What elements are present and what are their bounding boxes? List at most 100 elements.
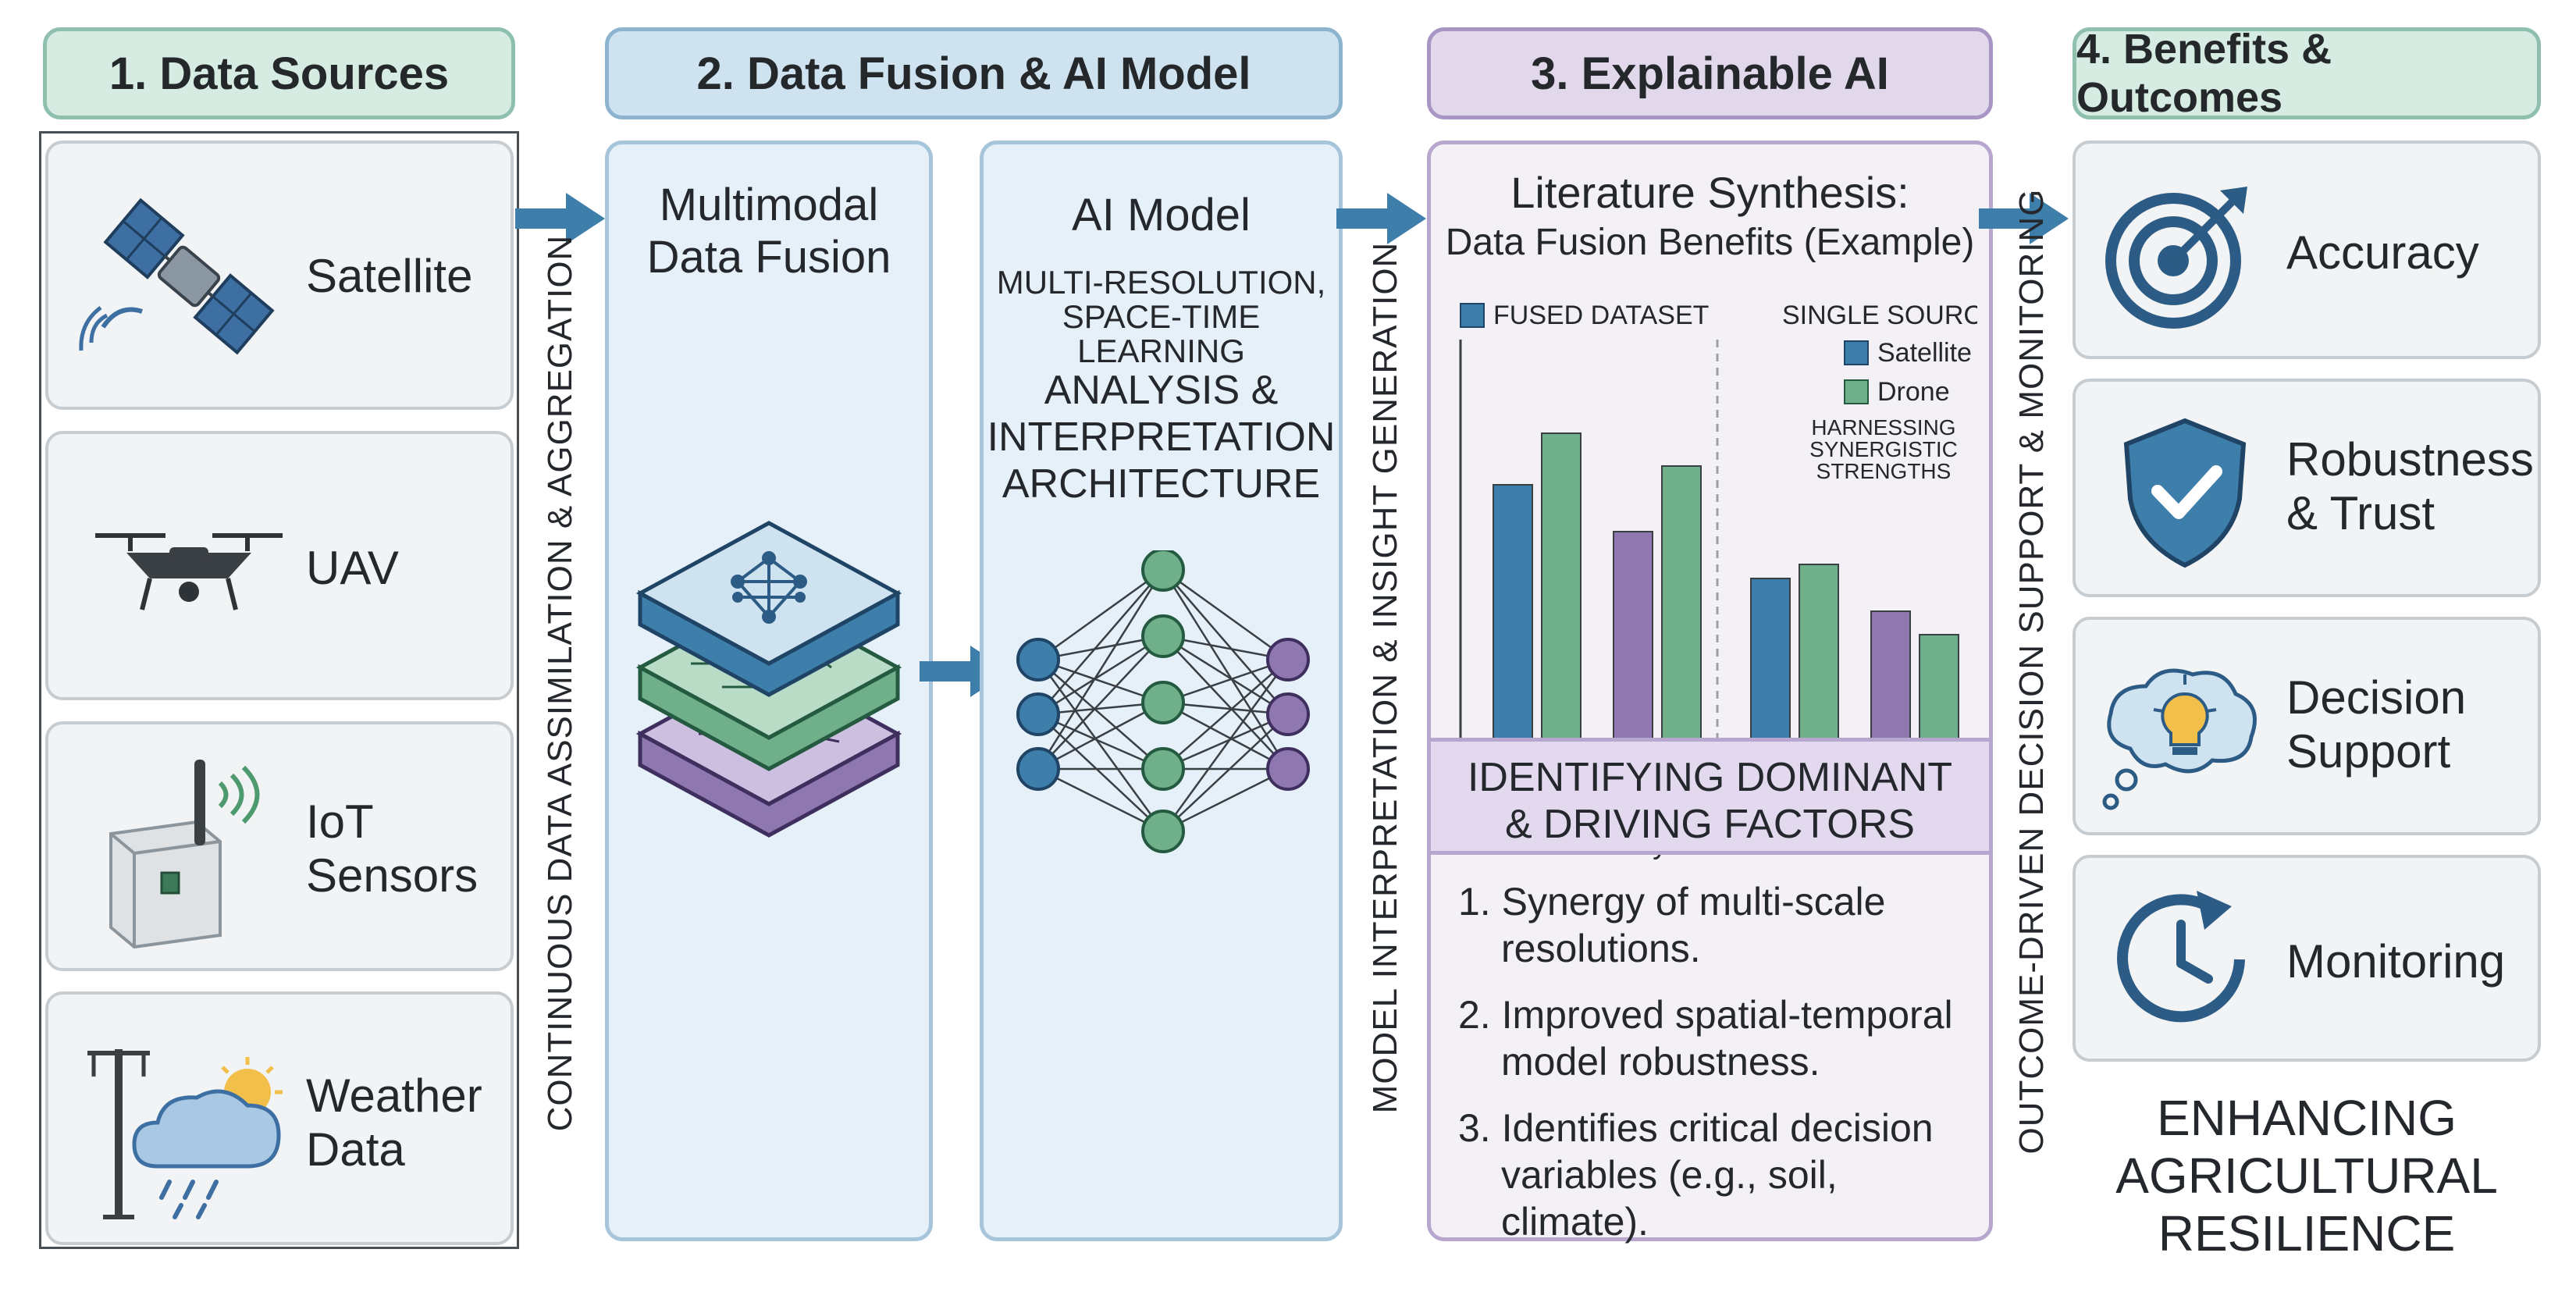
nn-node [1141,681,1185,724]
header-text: 3. Explainable AI [1531,48,1889,99]
data-sources-frame [39,131,519,1249]
factor-line: model robustness. [1501,1040,1820,1084]
factor-line: climate). [1501,1200,1649,1244]
neural-network-icon [1016,550,1310,853]
ai-model-subtitle: MULTI-RESOLUTION, SPACE-TIME LEARNING [984,265,1339,368]
ai-model-architecture-line: ARCHITECTURE [1002,461,1321,507]
factors-title-line2: & DRIVING FACTORS [1505,802,1915,847]
ai-model-architecture: ANALYSIS & INTERPRETATION ARCHITECTURE [984,367,1339,507]
chart-annotation-line: SYNERGISTIC [1809,437,1958,461]
factor-line: resolutions. [1501,927,1701,970]
header-data-fusion: 2. Data Fusion & AI Model [605,27,1343,119]
benefit-card-robustness: Robustness & Trust [2073,379,2541,597]
lightbulb-thought-icon [2102,668,2257,810]
arrow-label-assimilation: CONTINUOUS DATA ASSIMILATION & AGGREGATI… [541,234,579,1132]
nn-node [1266,692,1310,736]
weather-icon [87,1049,283,1219]
nn-node [1141,747,1185,791]
factors-list: 1. Synergy of multi-scale resolutions. 2… [1458,878,1981,1245]
header-text: 2. Data Fusion & AI Model [696,48,1251,99]
factor-item: 3. Identifies critical decision variable… [1458,1105,1981,1245]
factors-title: IDENTIFYING DOMINANT & DRIVING FACTORS [1431,742,1989,848]
shield-check-icon [2123,418,2247,568]
benefit-label-line: Support [2286,725,2451,778]
source-label-iot: IoT Sensors [306,795,493,902]
nn-node [1266,638,1310,682]
legend-swatch-satellite [1844,340,1869,365]
ai-model-subtitle-line: LEARNING [1077,333,1245,369]
legend-label-drone: Drone [1877,377,1950,407]
legend-label-fused: FUSED DATASET [1493,301,1709,330]
fusion-panel: Multimodal Data Fusion [605,141,933,1241]
ai-model-panel: AI Model MULTI-RESOLUTION, SPACE-TIME LE… [980,141,1343,1241]
benefit-label-decision: Decision Support [2286,671,2466,778]
legend-swatch-fused [1460,303,1485,328]
benefit-card-decision: Decision Support [2073,617,2541,835]
nn-node [1266,747,1310,791]
factors-title-line1: IDENTIFYING DOMINANT [1467,755,1953,800]
chart-annotation-line: HARNESSING [1811,415,1955,440]
legend-title-single: SINGLE SOURCE [1782,301,1977,330]
nn-node [1016,692,1060,736]
chart-annotation-line: STRENGTHS [1816,459,1952,483]
header-text: 4. Benefits & Outcomes [2076,26,2332,121]
iot-sensor-icon [109,760,260,949]
header-explainable-ai: 3. Explainable AI [1427,27,1993,119]
tagline-line: RESILIENCE [2158,1205,2456,1262]
fusion-title-line2: Data Fusion [646,231,891,283]
factor-item: 1. Synergy of multi-scale resolutions. [1458,878,1981,972]
xai-chart-title-line1: Literature Synthesis: [1510,168,1909,217]
arrow-right-icon [1336,193,1426,244]
tagline-line: AGRICULTURAL [2115,1148,2498,1204]
benefit-card-monitoring: Monitoring [2073,855,2541,1062]
nn-node [1141,810,1185,853]
source-label-weather-text: Weather Data [306,1069,482,1176]
source-card-satellite: Satellite [45,141,514,410]
arrow-label-decision: OUTCOME-DRIVEN DECISION SUPPORT & MONITO… [2012,188,2051,1155]
arrow-right-icon [1979,193,2069,244]
nn-node [1141,550,1185,592]
source-label-weather: Weather Data [306,1069,493,1176]
arrow-right-icon [515,193,605,244]
factor-line: 3. Identifies critical decision [1458,1106,1934,1150]
satellite-icon [79,198,275,355]
nn-node [1016,747,1060,791]
benefit-label-robustness: Robustness & Trust [2286,432,2534,540]
benefit-label-line: Robustness [2286,433,2534,486]
source-label-satellite: Satellite [306,250,473,302]
benefit-label-line: Decision [2286,671,2467,724]
target-icon [2105,187,2247,329]
factor-item: 2. Improved spatial-temporal model robus… [1458,991,1981,1085]
source-label-iot-text: IoT Sensors [306,795,479,902]
benefit-card-accuracy: Accuracy [2073,141,2541,359]
header-text: 1. Data Sources [109,48,450,99]
ai-model-architecture-line: ANALYSIS & [1044,368,1279,413]
layered-data-stack-icon [635,521,902,838]
nn-node [1141,614,1185,658]
ai-model-subtitle-line: SPACE-TIME [1062,298,1261,335]
ai-model-subtitle-line: MULTI-RESOLUTION, [996,264,1326,301]
factor-line: 2. Improved spatial-temporal [1458,993,1953,1037]
ai-model-title: AI Model [1072,190,1251,240]
xai-chart-title: Literature Synthesis: Data Fusion Benefi… [1431,168,1989,265]
source-label-uav: UAV [306,542,399,594]
nn-node [1016,638,1060,682]
legend-swatch-drone [1844,379,1869,404]
xai-panel: Literature Synthesis: Data Fusion Benefi… [1427,141,1993,1244]
fusion-title: Multimodal Data Fusion [609,180,929,283]
tagline-line: ENHANCING [2156,1090,2457,1146]
ai-model-architecture-line: INTERPRETATION [987,415,1336,460]
resilience-tagline: ENHANCING AGRICULTURAL RESILIENCE [2073,1089,2541,1262]
source-card-weather: Weather Data [45,991,514,1245]
benefit-label-line: & Trust [2286,487,2435,539]
benefit-label-accuracy: Accuracy [2286,226,2479,279]
drone-icon [95,533,283,610]
legend-label-satellite: Satellite [1877,338,1972,368]
source-card-uav: UAV [45,431,514,700]
factor-line: 1. Synergy of multi-scale [1458,880,1886,924]
source-card-iot: IoT Sensors [45,721,514,971]
xai-chart-title-line2: Data Fusion Benefits (Example) [1445,222,1975,264]
benefit-label-monitoring: Monitoring [2286,935,2506,988]
factor-line: variables (e.g., soil, [1501,1153,1838,1197]
header-data-sources: 1. Data Sources [43,27,515,119]
